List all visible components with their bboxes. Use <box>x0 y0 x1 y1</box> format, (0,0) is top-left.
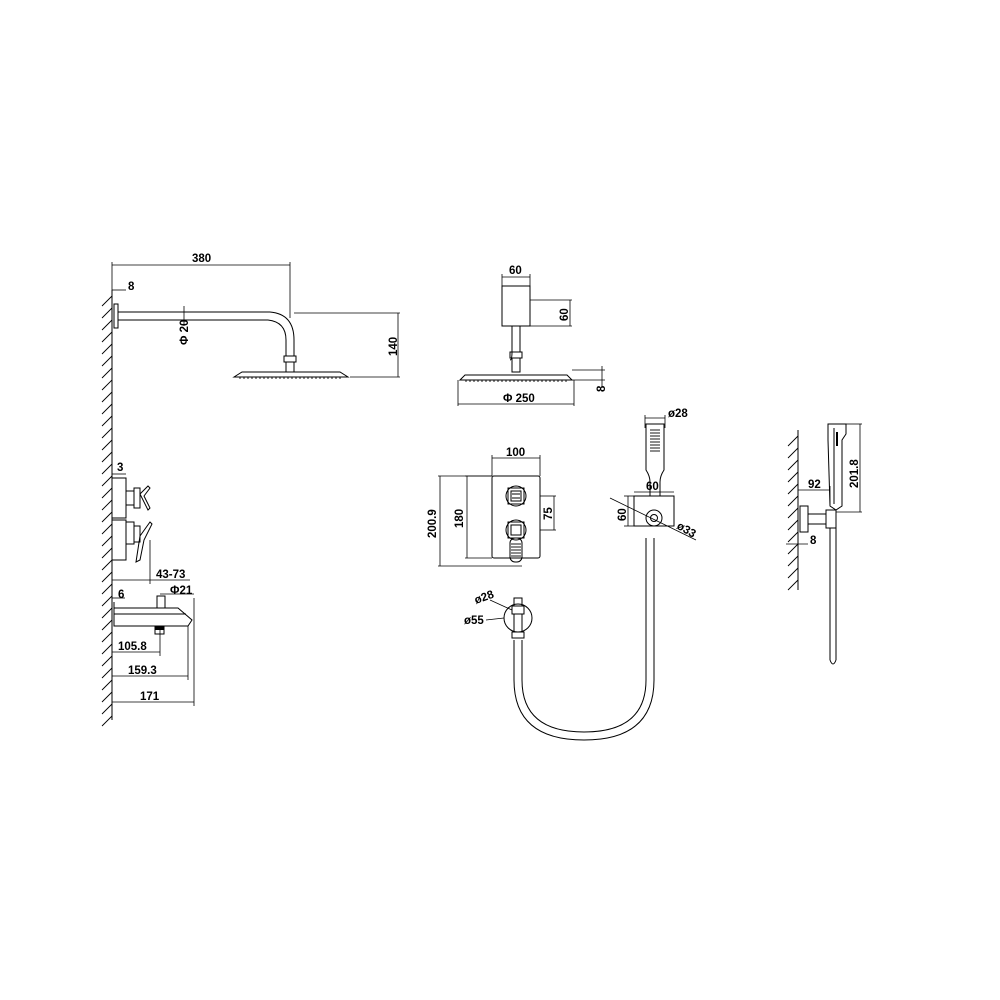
spout-dim-a-label: 105.8 <box>118 641 147 653</box>
handheld-diameter-label: ø28 <box>668 408 688 420</box>
mixer-plate <box>491 475 541 559</box>
side-height-label: 201.8 <box>849 459 861 488</box>
head-diameter-label: Φ 250 <box>503 393 535 405</box>
shower-arm-side-view: 380 8 Φ 20 140 <box>111 253 400 379</box>
head-width-label: 60 <box>509 265 522 277</box>
outlet-inner-label: ø28 <box>473 589 496 607</box>
side-projection-label: 92 <box>808 479 821 491</box>
handheld-front-view: ø28 60 60 ø33 <box>609 408 698 541</box>
holder-diameter-label: ø33 <box>675 520 698 540</box>
arm-drop-label: 140 <box>388 337 400 356</box>
spout-dim-c-label: 171 <box>140 691 160 703</box>
head-thickness-label: 8 <box>596 385 608 392</box>
valve-projection-label: 43-73 <box>156 569 185 581</box>
spout-diameter-label: Φ21 <box>170 585 193 597</box>
arm-plate-label: 8 <box>128 281 135 293</box>
head-wall-block <box>501 285 531 327</box>
side-plate-label: 8 <box>810 535 817 547</box>
spout-dim-b-label: 159.3 <box>128 665 157 677</box>
handheld-side-view: 201.8 92 8 <box>786 423 862 665</box>
shower-head-front-view: 60 60 8 Φ 250 <box>457 265 608 406</box>
arm-diameter-label: Φ 20 <box>179 320 191 345</box>
mixer-height-outer-label: 200.9 <box>427 509 439 538</box>
valve-side-view: 3 43-73 <box>111 462 190 584</box>
spout-side-view: 6 Φ21 105.8 159.3 171 <box>112 585 195 706</box>
wall-outlet: ø28 ø55 <box>464 589 533 639</box>
left-wall <box>101 290 113 727</box>
valve-gap-label: 3 <box>117 462 123 474</box>
mixer-height-inner-label: 180 <box>454 509 466 528</box>
head-height-label: 60 <box>559 308 571 321</box>
holder-height-label: 60 <box>617 508 629 521</box>
mixer-plate-front-view: 100 75 180 200.9 <box>427 447 556 567</box>
mixer-spacing-label: 75 <box>543 507 555 520</box>
outlet-outer-label: ø55 <box>464 615 484 627</box>
arm-length-label: 380 <box>192 253 211 265</box>
shower-hose <box>513 538 655 741</box>
spout-gap-label: 6 <box>118 589 124 601</box>
mixer-width-label: 100 <box>506 447 525 459</box>
arm-wall-plate <box>113 303 119 329</box>
holder-width-label: 60 <box>646 481 659 493</box>
